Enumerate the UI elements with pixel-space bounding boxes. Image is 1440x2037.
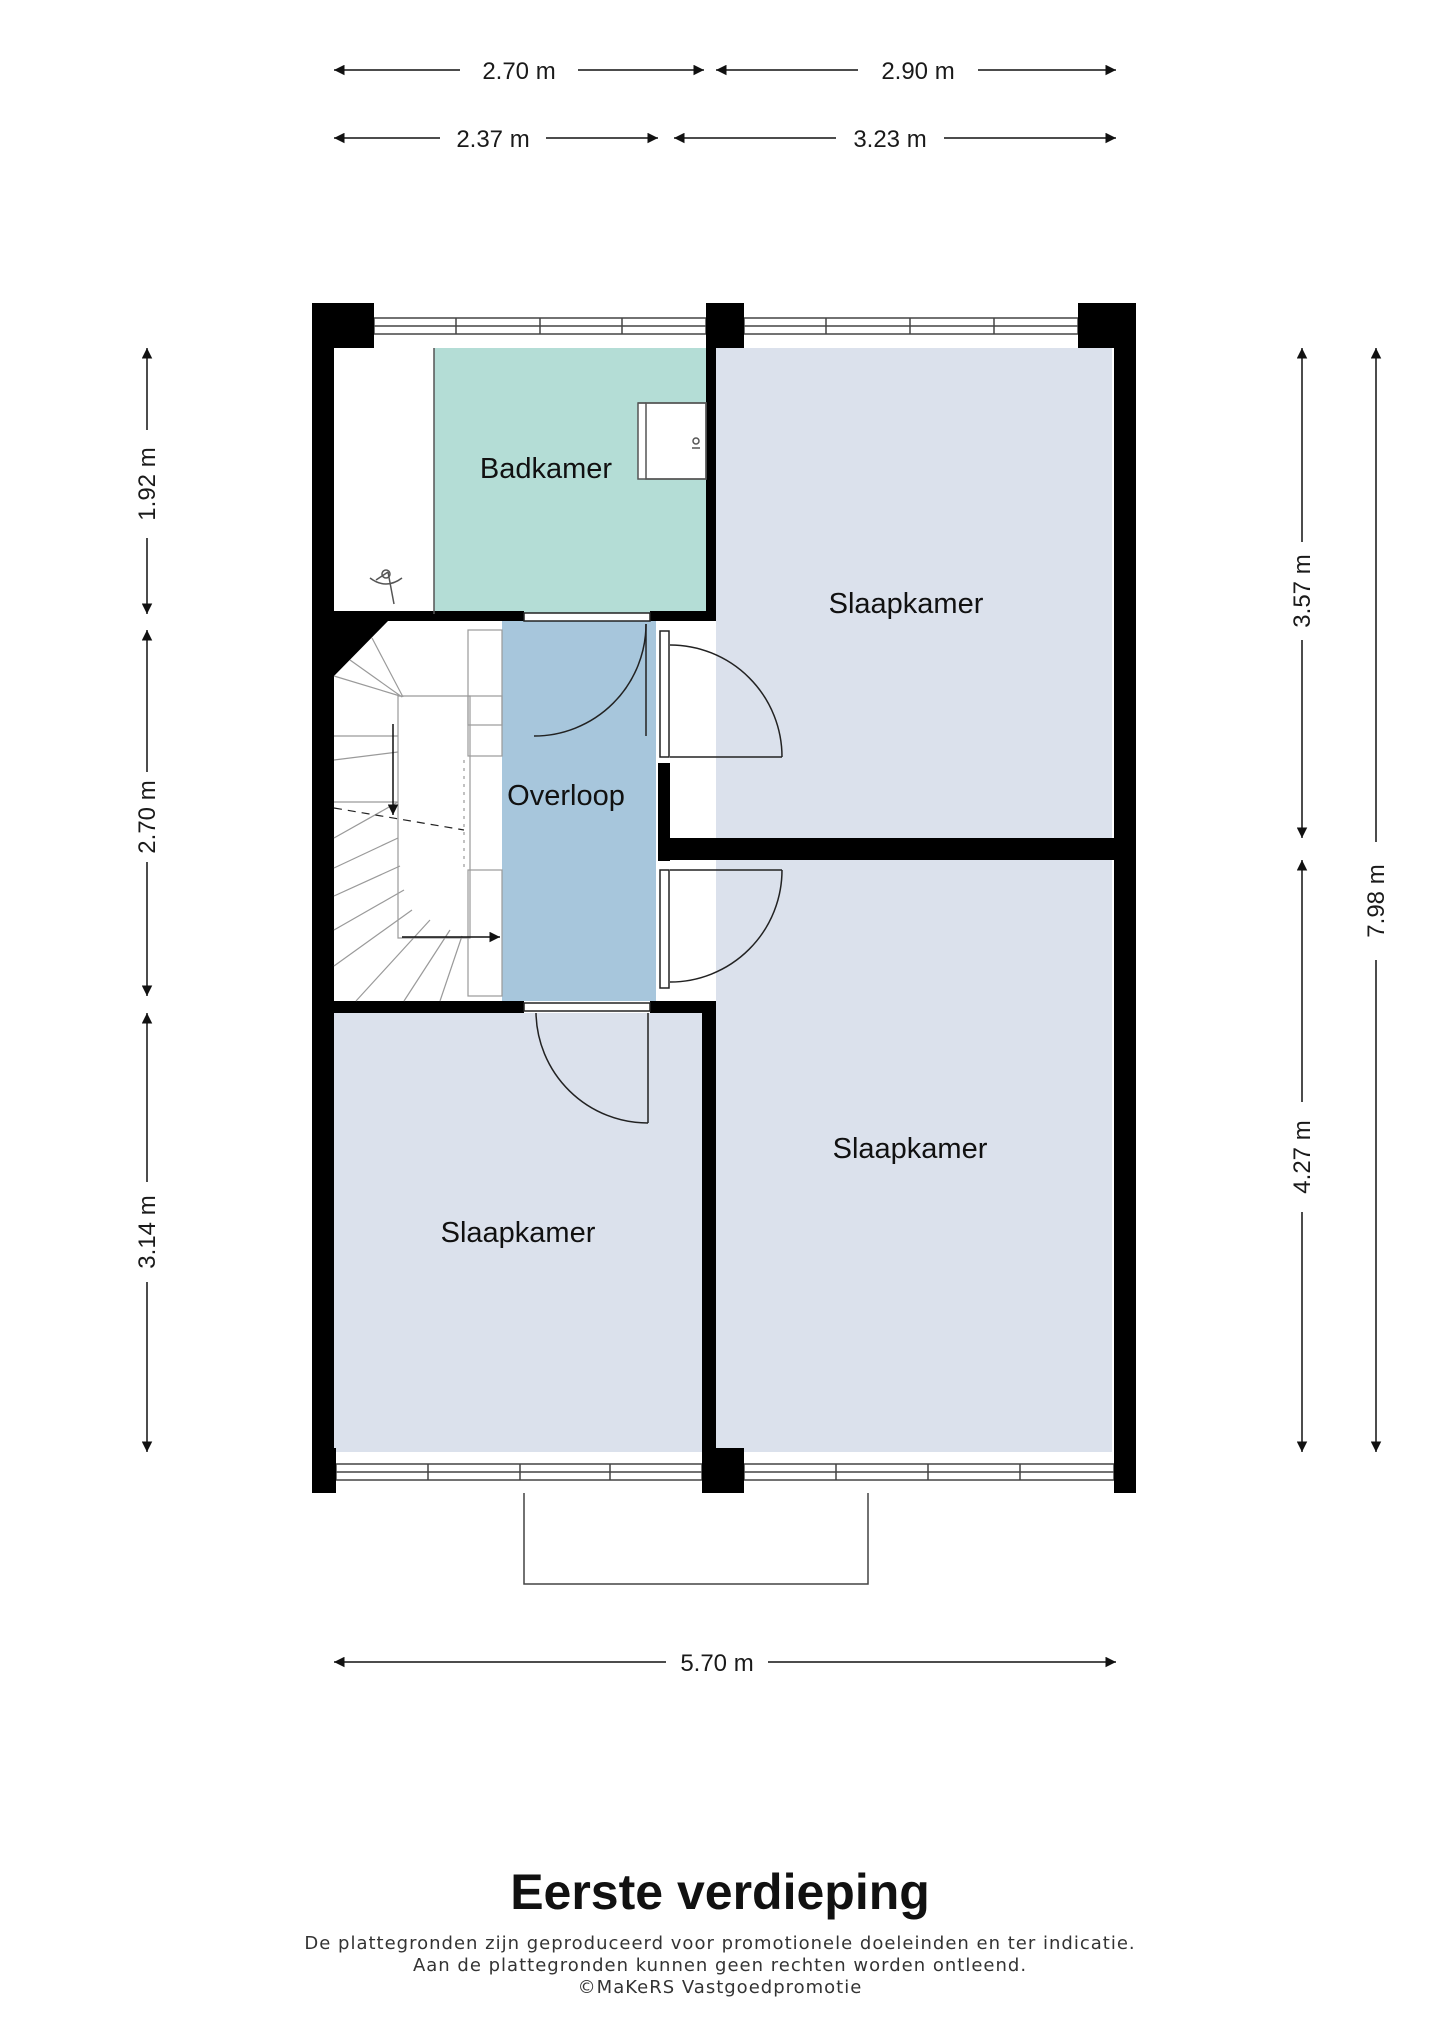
dim-left-top: 1.92 m xyxy=(134,447,161,520)
dim-left-bottom: 3.14 m xyxy=(134,1195,161,1268)
window-top-left xyxy=(373,317,707,335)
dim-bottom-total: 5.70 m xyxy=(680,1650,753,1677)
room-fill-stair-area xyxy=(334,621,502,1001)
disclaimer-line-2: Aan de plattegronden kunnen geen rechten… xyxy=(412,1955,1028,1976)
room-fill-badkamer xyxy=(434,348,706,614)
balcony-outline xyxy=(523,1493,869,1585)
room-label-slaapkamer-bottom-right: Slaapkamer xyxy=(833,1133,988,1165)
room-label-badkamer: Badkamer xyxy=(480,453,613,485)
room-fill-slaapkamer-bottom-right xyxy=(716,860,1112,1452)
walls xyxy=(312,303,1136,1493)
dim-top-row2-left: 2.37 m xyxy=(456,126,529,153)
window-bottom-right xyxy=(743,1463,1115,1481)
room-label-slaapkamer-bottom-left: Slaapkamer xyxy=(441,1217,596,1249)
window-bottom-left xyxy=(335,1463,703,1481)
doors xyxy=(523,612,783,1124)
dimension-lines xyxy=(141,64,1382,1668)
room-fill-slaapkamer-bottom-left xyxy=(334,1013,702,1452)
dim-right-total: 7.98 m xyxy=(1363,864,1390,937)
dim-left-middle: 2.70 m xyxy=(134,780,161,853)
room-label-slaapkamer-top-right: Slaapkamer xyxy=(829,588,984,620)
room-fill-bath-tub xyxy=(334,348,434,614)
dim-top-row2-right: 3.23 m xyxy=(853,126,926,153)
disclaimer-line-1: De plattegronden zijn geproduceerd voor … xyxy=(304,1933,1136,1954)
dim-right-bottom: 4.27 m xyxy=(1289,1120,1316,1193)
bath-tub xyxy=(369,348,435,614)
dim-top-row1-left: 2.70 m xyxy=(482,58,555,85)
copyright-line: ©MaKeRS Vastgoedpromotie xyxy=(577,1977,863,1998)
room-label-overloop: Overloop xyxy=(507,780,625,812)
washbasin-icon xyxy=(637,402,707,480)
window-top-right xyxy=(743,317,1079,335)
dim-right-top: 3.57 m xyxy=(1289,554,1316,627)
dim-top-row1-right: 2.90 m xyxy=(881,58,954,85)
floor-title: Eerste verdieping xyxy=(510,1864,930,1920)
room-fill-overloop xyxy=(502,621,656,1001)
staircase xyxy=(333,629,503,1002)
